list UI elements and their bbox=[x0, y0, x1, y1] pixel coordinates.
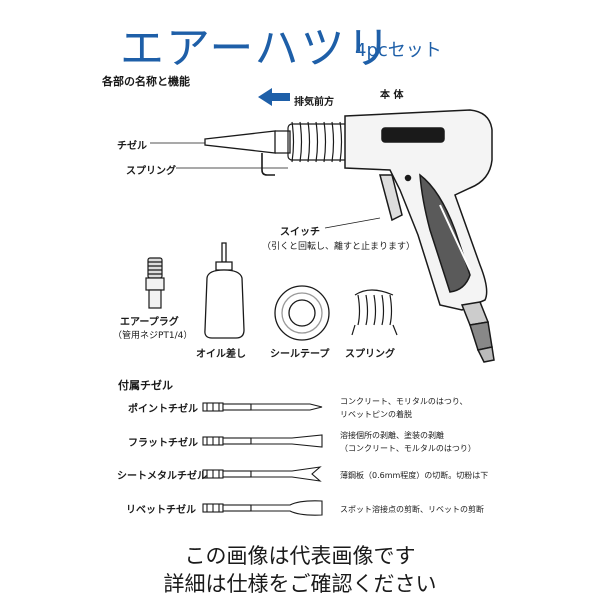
spare-spring-icon bbox=[351, 289, 398, 336]
air-plug-note: （管用ネジPT1/4） bbox=[113, 331, 193, 341]
chisel-label: チゼル bbox=[117, 141, 147, 152]
footer-line-1: この画像は代表画像です bbox=[184, 544, 416, 568]
point-chisel-icon bbox=[202, 402, 323, 412]
spare-spring-label: スプリング bbox=[345, 349, 395, 360]
spring-label: スプリング bbox=[126, 166, 176, 177]
rivet-chisel-icon bbox=[202, 500, 323, 516]
footer-line-2: 詳細は仕様をご確認ください bbox=[163, 572, 437, 596]
chisel-desc: スポット溶接点の剪断、リベットの剪断 bbox=[340, 505, 484, 514]
flat-chisel-icon bbox=[202, 434, 323, 448]
chisel-desc: 溶接個所の剥離、塗装の剥離（コンクリート、モルタルのはつり） bbox=[340, 431, 476, 453]
chisel-name: シートメタルチゼル bbox=[117, 471, 207, 482]
oil-label: オイル差し bbox=[196, 349, 246, 360]
exhaust-label: 排気前方 bbox=[294, 97, 334, 108]
seal-tape-icon bbox=[274, 285, 330, 341]
switch-note: （引くと回転し、離すと止まります） bbox=[262, 242, 416, 252]
chisel-desc: コンクリート、モリタルのはつり、リベットピンの着脱 bbox=[340, 397, 468, 419]
spring-coil-icon bbox=[287, 121, 349, 163]
chisel-desc: 薄鋼板（0.6mm程度）の切断。切粉は下 bbox=[340, 471, 489, 480]
page-subtitle: 4pcセット bbox=[355, 40, 442, 61]
oil-bottle-icon bbox=[204, 242, 245, 339]
exhaust-arrow-icon bbox=[258, 88, 290, 106]
air-plug-label: エアープラグ bbox=[120, 317, 179, 328]
chisel-name: ポイントチゼル bbox=[128, 404, 198, 415]
tool-body-icon bbox=[344, 109, 495, 363]
seal-tape-label: シールテープ bbox=[270, 349, 330, 360]
air-plug-icon bbox=[145, 257, 165, 309]
chisels-section-title: 付属チゼル bbox=[118, 379, 173, 392]
body-label: 本 体 bbox=[380, 90, 404, 101]
sheet-metal-chisel-icon bbox=[202, 466, 322, 482]
switch-label: スイッチ bbox=[280, 227, 320, 238]
parts-section-title: 各部の名称と機能 bbox=[102, 75, 190, 88]
page-title: エアーハツリ bbox=[120, 23, 393, 74]
chisel-name: リベットチゼル bbox=[126, 505, 196, 516]
chisel-name: フラットチゼル bbox=[128, 438, 198, 449]
